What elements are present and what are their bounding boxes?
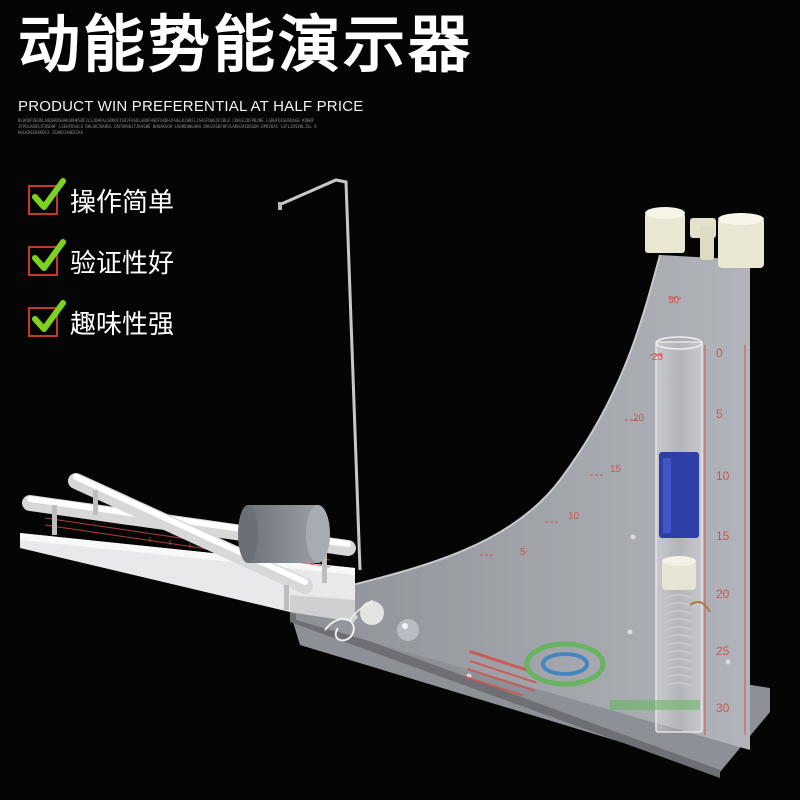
pendulum-wire — [278, 178, 362, 571]
right-scale-label: 15 — [716, 529, 730, 543]
check-icon — [32, 178, 66, 210]
right-ruler — [704, 345, 746, 735]
feature-list: 操作简单 验证性好 趣味性强 — [28, 178, 174, 361]
feature-item: 趣味性强 — [28, 300, 174, 344]
white-ball — [360, 601, 384, 625]
right-scale-label: 10 — [716, 469, 730, 483]
feature-label: 验证性好 — [70, 248, 175, 279]
checkbox — [28, 239, 66, 276]
left-scale-label: 15 — [610, 464, 622, 475]
fine-print: BLAODFUEUDLAODEKDSHAKSDHKSDFJLSJDHFALSDK… — [18, 118, 317, 135]
left-base — [20, 533, 355, 622]
check-icon — [32, 239, 66, 271]
feature-item: 验证性好 — [28, 239, 174, 283]
left-scale-label: 5 — [520, 547, 526, 558]
left-scale-label: 20 — [633, 413, 645, 424]
checkbox — [28, 300, 66, 337]
right-scale-label: 25 — [716, 644, 730, 658]
logo-watermark — [524, 641, 700, 710]
plunger — [662, 560, 696, 590]
feature-item: 操作简单 — [28, 178, 174, 222]
gray-cylinder — [238, 505, 330, 563]
feature-label: 趣味性强 — [70, 309, 175, 340]
left-scale-label: 25 — [652, 352, 664, 363]
spring — [664, 594, 694, 687]
right-scale-label: 30 — [716, 701, 730, 715]
right-scale-label: 0 — [716, 346, 723, 360]
check-icon — [32, 300, 66, 332]
page-subtitle: PRODUCT WIN PREFERENTIAL AT HALF PRICE — [18, 98, 364, 115]
left-scale-label: 30 — [668, 295, 680, 306]
feature-label: 操作简单 — [70, 187, 175, 218]
right-scale-label: 5 — [716, 407, 723, 421]
right-scale-label: 20 — [716, 587, 730, 601]
checkbox — [28, 178, 66, 215]
page-title: 动能势能演示器 — [18, 8, 474, 81]
top-cups — [645, 207, 764, 268]
left-scale-label: 10 — [568, 511, 580, 522]
